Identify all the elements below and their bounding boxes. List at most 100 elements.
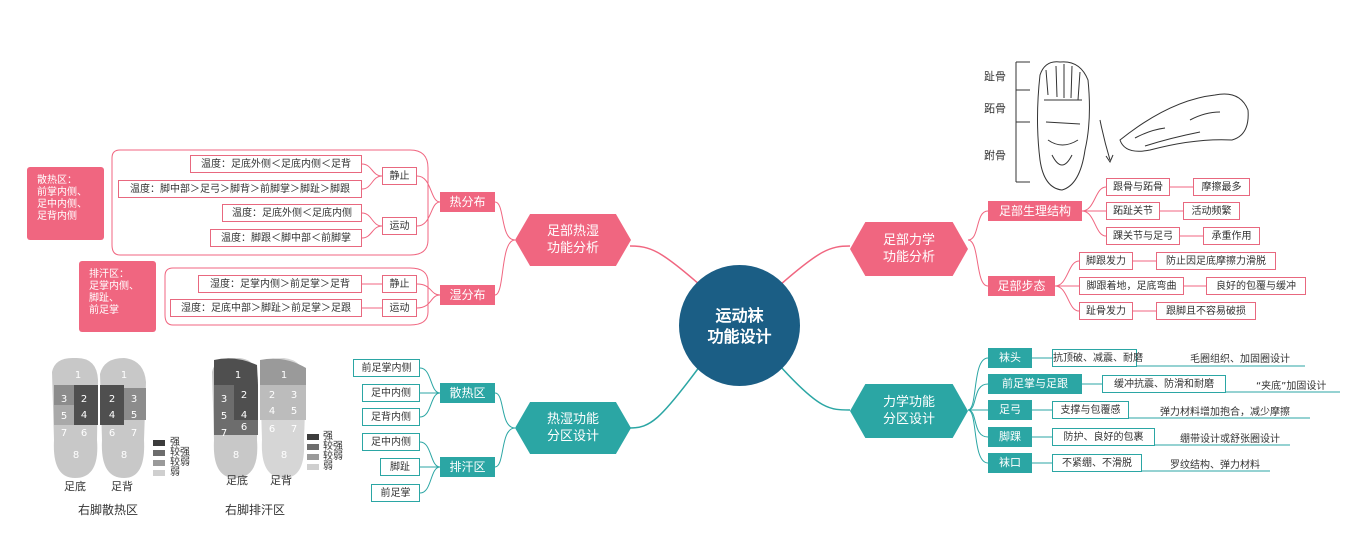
structure-desc-1[interactable]: 摩擦最多 <box>1193 178 1250 196</box>
gait-desc-3[interactable]: 跟脚且不容易破损 <box>1156 302 1256 320</box>
zone-cuff-design: 罗纹结构、弹力材料 <box>1170 460 1260 471</box>
heat-note-line: 散热区： <box>37 175 77 186</box>
structure-item-3[interactable]: 踝关节与足弓 <box>1106 227 1180 245</box>
heat-row-1[interactable]: 温度：足底外侧＜足底内侧＜足背 <box>190 155 362 173</box>
legend-swatch-fairly-weak <box>153 460 165 466</box>
zone-number: 7 <box>221 428 227 439</box>
right-foot-sweat-sole <box>212 357 258 478</box>
structure-item-1[interactable]: 跟骨与跖骨 <box>1106 178 1170 196</box>
gait-desc-2[interactable]: 良好的包覆与缓冲 <box>1206 277 1306 295</box>
heat-row-2[interactable]: 温度：脚中部＞足弓＞脚背＞前脚掌＞脚趾＞脚跟 <box>118 180 362 198</box>
zone-arch[interactable]: 足弓 <box>988 400 1032 420</box>
zoning-design-node[interactable]: 热湿功能分区设计 <box>515 402 631 454</box>
structure-desc-3[interactable]: 承重作用 <box>1203 227 1260 245</box>
zone-number: 4 <box>269 406 275 417</box>
zone-toe[interactable]: 袜头 <box>988 348 1032 368</box>
structure-desc-2[interactable]: 活动频繁 <box>1183 202 1240 220</box>
legend-swatch-weak <box>153 470 165 476</box>
heat-note-line: 前掌内侧、 <box>37 187 87 198</box>
mz-title2: 分区设计 <box>882 412 935 427</box>
legend-swatch-strong <box>153 440 165 446</box>
foot-structure-node[interactable]: 足部生理结构 <box>988 201 1082 221</box>
sweat-item-3[interactable]: 前足掌 <box>371 484 420 502</box>
bone-label-tarsal: 跗骨 <box>984 149 1006 162</box>
wet-row-1[interactable]: 湿度：足掌内侧＞前足掌＞足背 <box>198 275 362 293</box>
zone-number: 2 <box>241 390 247 401</box>
legend-swatch-strong <box>307 434 319 440</box>
zone-ankle[interactable]: 脚踝 <box>988 427 1032 447</box>
gait-desc-1[interactable]: 防止因足底摩擦力滑脱 <box>1156 252 1276 270</box>
dissipation-zone-node[interactable]: 散热区 <box>440 383 495 403</box>
legend-swatch-fairly-strong <box>153 450 165 456</box>
thermal-analysis-node[interactable]: 足部热湿功能分析 <box>515 214 631 266</box>
sweat-caption: 右脚排汗区 <box>225 503 286 517</box>
zone-number: 1 <box>75 370 81 381</box>
heat-static-node[interactable]: 静止 <box>382 167 417 185</box>
zone-forefoot-heel[interactable]: 前足掌与足跟 <box>988 374 1082 394</box>
zone-number: 6 <box>109 428 115 439</box>
zone-arch-function[interactable]: 支撑与包覆感 <box>1052 401 1129 419</box>
dissipation-item-2[interactable]: 足中内侧 <box>362 384 420 402</box>
mechanics-zoning-node[interactable]: 力学功能分区设计 <box>850 384 968 438</box>
zone-cuff-function[interactable]: 不紧绷、不滑脱 <box>1052 454 1142 472</box>
zone-number: 3 <box>131 394 137 405</box>
zone-number: 8 <box>73 450 79 461</box>
foot-gait-node[interactable]: 足部步态 <box>988 276 1055 296</box>
sweat-zone-node[interactable]: 排汗区 <box>440 457 495 477</box>
mz-title1: 力学功能 <box>882 395 935 410</box>
legend-swatch-fairly-strong <box>307 444 319 450</box>
zone-cuff[interactable]: 袜口 <box>988 453 1032 473</box>
dissipation-item-1[interactable]: 前足掌内侧 <box>353 359 420 377</box>
wet-static-node[interactable]: 静止 <box>382 275 417 293</box>
heat-note-line: 足背内侧 <box>37 211 77 222</box>
zone-number: 2 <box>269 390 275 401</box>
gait-item-1[interactable]: 脚跟发力 <box>1079 252 1133 270</box>
center-node[interactable]: 运动袜功能设计 <box>679 265 800 386</box>
wet-row-2[interactable]: 湿度：足底中部＞脚趾＞前足掌＞足跟 <box>170 299 362 317</box>
sweat-item-2[interactable]: 脚趾 <box>380 458 420 476</box>
heat-row-4[interactable]: 温度：脚跟＜脚中部＜前脚掌 <box>210 229 362 247</box>
zone-toe-function[interactable]: 抗顶破、减震、耐磨 <box>1052 349 1143 367</box>
zone-number: 4 <box>109 410 115 421</box>
legend-text-weak: 弱 <box>323 461 333 472</box>
gait-item-2[interactable]: 脚跟着地，足底弯曲 <box>1079 277 1184 295</box>
right-foot-heat-back <box>100 358 146 478</box>
zone-number: 5 <box>221 411 227 422</box>
wet-moving-node[interactable]: 运动 <box>382 299 417 317</box>
legend-text-fairly-strong: 较强 <box>170 447 190 458</box>
gait-item-3[interactable]: 趾骨发力 <box>1079 302 1133 320</box>
zone-number: 6 <box>81 428 87 439</box>
heat-moving-node[interactable]: 运动 <box>382 217 417 235</box>
zone-forefoot-function[interactable]: 缓冲抗震、防滑和耐磨 <box>1102 375 1226 393</box>
heat-row-3[interactable]: 温度：足底外侧＜足底内侧 <box>222 204 362 222</box>
zone-number: 5 <box>61 411 67 422</box>
wet-distribution-node[interactable]: 湿分布 <box>440 285 495 305</box>
zone-number: 7 <box>131 428 137 439</box>
thermal-title1: 足部热湿 <box>546 224 599 239</box>
zone-number: 8 <box>281 450 287 461</box>
center-line1: 运动袜 <box>715 305 764 325</box>
zone-ankle-function[interactable]: 防护、良好的包裹 <box>1052 428 1155 446</box>
sweat-item-1[interactable]: 足中内侧 <box>362 433 420 451</box>
dissipation-item-3[interactable]: 足背内侧 <box>362 408 420 426</box>
heat-distribution-node[interactable]: 热分布 <box>440 192 495 212</box>
zone-number: 8 <box>121 450 127 461</box>
zone-ankle-design: 绷带设计或舒张圈设计 <box>1180 434 1280 445</box>
zone-arch-design: 弹力材料增加抱合，减少摩擦 <box>1160 407 1290 418</box>
wet-note-line: 前足掌 <box>89 305 119 316</box>
zone-number: 2 <box>81 394 87 405</box>
zone-number: 5 <box>291 406 297 417</box>
zone-forefoot-design: “夹底”加固设计 <box>1256 381 1327 392</box>
mechanics-analysis-node[interactable]: 足部力学功能分析 <box>850 222 968 276</box>
legend-text-fairly-strong: 较强 <box>323 441 343 452</box>
zone-number: 1 <box>121 370 127 381</box>
structure-item-2[interactable]: 跖趾关节 <box>1106 202 1160 220</box>
heat-note-line: 足中内侧、 <box>37 199 87 210</box>
heat-back-label: 足背 <box>111 480 133 493</box>
sweat-sole-label: 足底 <box>226 474 248 487</box>
zone-number: 3 <box>221 394 227 405</box>
zoning-title1: 热湿功能 <box>546 412 599 427</box>
